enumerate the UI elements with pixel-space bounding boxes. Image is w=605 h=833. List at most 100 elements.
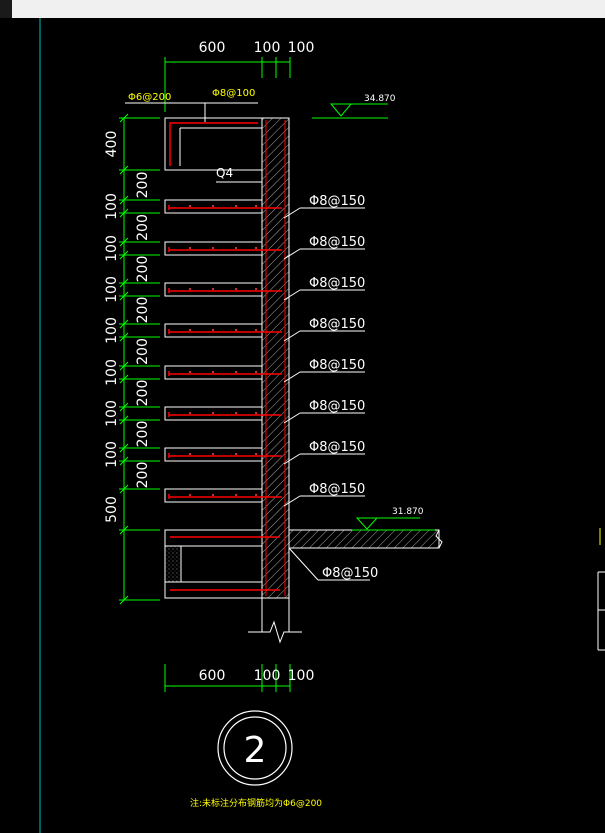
shelf-outline [164, 323, 263, 338]
rebar-label-2: Φ8@150 [283, 235, 365, 260]
distribution-bar [255, 494, 257, 496]
rebar-labels: Φ8@150Φ8@150Φ8@150Φ8@150Φ8@150Φ8@150Φ8@1… [283, 194, 365, 507]
dim-tick [119, 374, 129, 384]
rebar-label-leader [283, 412, 301, 424]
rebar-label-text: Φ8@150 [309, 317, 365, 332]
distribution-bar [212, 205, 214, 207]
distribution-bar [235, 288, 237, 290]
distribution-bar [189, 371, 191, 373]
rebar-label-3: Φ8@150 [283, 276, 365, 301]
shelf-outline [164, 447, 263, 462]
top-dim-100-b: 100 [288, 40, 315, 56]
dim-tick [119, 443, 129, 453]
cad-drawing[interactable]: 600 100 100 600 100 100 4002001002001002… [0, 18, 605, 833]
left-dim-label: 100 [104, 400, 120, 427]
dim-tick [119, 208, 129, 218]
rebar-label-leader [283, 371, 301, 383]
detail-circle-outer [217, 710, 293, 786]
dim-tick [119, 525, 129, 535]
left-dim-label: 200 [135, 297, 151, 324]
dim-tick [119, 195, 129, 205]
distribution-bar [189, 329, 191, 331]
wall-label: Q4 [216, 166, 233, 180]
bottom-dimension: 600 100 100 [164, 664, 315, 692]
shelf-outline [164, 406, 263, 421]
rebar-label-leader [283, 207, 301, 219]
rebar-label-6: Φ8@150 [283, 399, 365, 424]
rebar-label-text: Φ8@150 [309, 358, 365, 373]
detail-number: 2 [244, 730, 267, 771]
distribution-bar [235, 371, 237, 373]
distribution-bar [255, 247, 257, 249]
cantilever-shelves [164, 199, 282, 503]
bottom-bar-leader [288, 547, 319, 581]
shelf-7 [164, 447, 282, 462]
rebar-label-text: Φ8@150 [309, 440, 365, 455]
general-note: 注:未标注分布钢筋均为Φ6@200 [190, 797, 322, 809]
distribution-bar [255, 329, 257, 331]
title-bar-edge [0, 0, 12, 18]
distribution-bar [255, 412, 257, 414]
left-dim-label: 100 [104, 317, 120, 344]
dim-tick [119, 319, 129, 329]
rebar-label-text: Φ8@150 [309, 399, 365, 414]
title-bar [0, 0, 605, 18]
elevation-slab-label: 31.870 [392, 507, 424, 517]
distribution-bar [189, 288, 191, 290]
rebar-label-text: Φ8@150 [309, 235, 365, 250]
top-dimension: 600 100 100 [164, 40, 315, 112]
slab-break-mark [435, 529, 443, 549]
distribution-bar [212, 247, 214, 249]
shelf-3 [164, 282, 282, 297]
detail-circle-inner [223, 716, 287, 780]
left-dim-label: 200 [135, 338, 151, 365]
dim-tick [119, 113, 129, 123]
dim-tick [119, 250, 129, 260]
left-dim-label: 200 [135, 462, 151, 489]
left-dim-label: 100 [104, 276, 120, 303]
left-dim-label: 100 [104, 193, 120, 220]
rebar-label-7: Φ8@150 [283, 440, 365, 465]
distribution-bar [189, 247, 191, 249]
dim-tick [119, 165, 129, 175]
distribution-bar [255, 453, 257, 455]
dim-tick [119, 291, 129, 301]
top-bracket-rebar [169, 122, 258, 166]
rebar-label-1: Φ8@150 [283, 194, 365, 219]
distribution-bar [255, 288, 257, 290]
shelf-5 [164, 365, 282, 380]
left-dim-label: 200 [135, 256, 151, 283]
top-rebar-right-label: Φ8@100 [212, 88, 255, 99]
distribution-bar [212, 329, 214, 331]
distribution-bar [235, 205, 237, 207]
left-dim-label: 100 [104, 441, 120, 468]
dim-tick [119, 361, 129, 371]
rebar-label-leader [283, 495, 301, 507]
distribution-bar [235, 247, 237, 249]
bottom-dim-100-a: 100 [254, 668, 281, 684]
shelf-4 [164, 323, 282, 338]
dim-tick [119, 278, 129, 288]
left-dim-label: 100 [104, 359, 120, 386]
shelf-outline [164, 365, 263, 380]
bottom-dim-100-b: 100 [288, 668, 315, 684]
distribution-bar [212, 412, 214, 414]
shelf-outline [164, 282, 263, 297]
dim-tick [119, 237, 129, 247]
left-dim-label: 500 [104, 496, 120, 523]
rebar-label-4: Φ8@150 [283, 317, 365, 342]
rebar-label-leader [283, 453, 301, 465]
top-bracket [164, 117, 263, 171]
shelf-6 [164, 406, 282, 421]
bottom-bar-label: Φ8@150 [322, 566, 378, 581]
shelf-1 [164, 199, 282, 214]
rebar-label-text: Φ8@150 [309, 194, 365, 209]
shelf-outline [164, 241, 263, 256]
floor-slab [288, 529, 440, 549]
distribution-bar [212, 288, 214, 290]
dim-tick [119, 456, 129, 466]
distribution-bar [212, 453, 214, 455]
left-dim-label: 200 [135, 421, 151, 448]
left-dim-label: 200 [135, 380, 151, 407]
distribution-bar [235, 453, 237, 455]
